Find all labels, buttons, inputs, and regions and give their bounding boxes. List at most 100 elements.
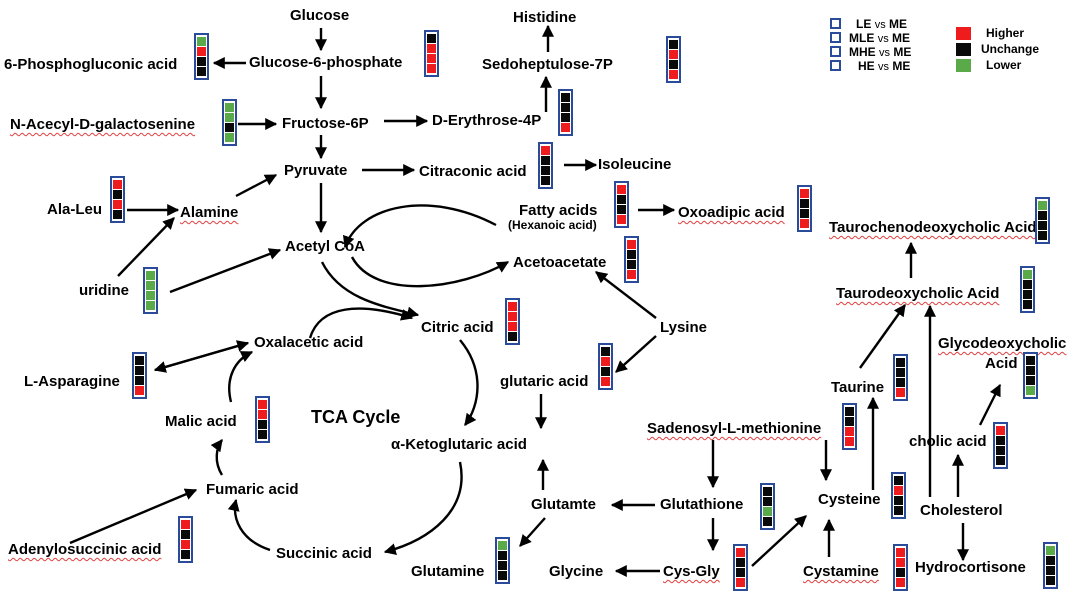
label-oxalacetic-acid: Oxalacetic acid — [254, 334, 364, 351]
indicator-oxoadipic-acid — [797, 185, 812, 232]
indicator-cell-mhe — [617, 205, 626, 214]
label-tca-cycle: TCA Cycle — [311, 407, 401, 427]
indicator-cell-le — [800, 189, 809, 198]
arrow-fumaric-malic — [210, 439, 224, 476]
label-cystamine: Cystamine — [803, 563, 879, 580]
label-acetoacetate: Acetoacetate — [513, 254, 607, 271]
label-uridine: uridine — [79, 282, 130, 299]
arrow-alamine-pyruvate — [235, 173, 278, 198]
indicator-cell-he — [1026, 386, 1035, 395]
indicator-cell-mle — [617, 195, 626, 204]
label-glucose-6-phosphate: Glucose-6-phosphate — [249, 54, 403, 71]
legend-box-mle — [830, 32, 841, 43]
indicator-cell-le — [736, 548, 745, 557]
indicator-cell-mle — [197, 47, 206, 56]
indicator-cell-le — [896, 548, 905, 557]
indicator-cell-le — [601, 347, 610, 356]
indicator-cholic-acid — [993, 422, 1008, 469]
indicator-cell-mhe — [197, 57, 206, 66]
indicator-cell-le — [669, 40, 678, 49]
indicator-cell-mhe — [258, 420, 267, 429]
indicator-cell-he — [258, 430, 267, 439]
indicator-cell-mhe — [1046, 566, 1055, 575]
indicator-cell-mhe — [561, 113, 570, 122]
label-alamine: Alamine — [180, 204, 239, 221]
indicator-cell-he — [669, 70, 678, 79]
indicator-cell-mhe — [627, 260, 636, 269]
indicator-taurochenodeoxycholic-acid — [1035, 197, 1050, 244]
indicator-sedoheptulose-7p — [666, 36, 681, 83]
indicator-cell-mle — [225, 113, 234, 122]
indicator-cell-mhe — [601, 367, 610, 376]
indicator-cell-mle — [736, 558, 745, 567]
indicator-glycodeoxycholic-acid — [1023, 352, 1038, 399]
indicator-cell-he — [736, 578, 745, 587]
indicator-cell-le — [627, 240, 636, 249]
label-glutamte: Glutamte — [531, 496, 597, 513]
indicator-cell-mhe — [427, 54, 436, 63]
label-adenylosuccinic-acid: Adenylosuccinic acid — [8, 541, 162, 558]
indicator-cell-mle — [498, 551, 507, 560]
indicator-cell-mhe — [1038, 221, 1047, 230]
legend-box-he — [830, 60, 841, 71]
indicator-cell-le — [845, 407, 854, 416]
label-pyruvate: Pyruvate — [284, 162, 348, 179]
label-d-erythrose-4p: D-Erythrose-4P — [432, 112, 542, 129]
indicator-cell-he — [601, 377, 610, 386]
indicator-cell-he — [427, 64, 436, 73]
indicator-cell-mhe — [894, 496, 903, 505]
indicator-cell-mhe — [135, 376, 144, 385]
indicator-cell-mle — [894, 486, 903, 495]
indicator-cell-le — [1023, 270, 1032, 279]
indicator-cell-le — [541, 146, 550, 155]
indicator-cell-le — [894, 476, 903, 485]
label-isoleucine: Isoleucine — [598, 156, 672, 173]
indicator-cell-le — [181, 520, 190, 529]
label-glycine: Glycine — [549, 563, 604, 580]
indicator-cell-mle — [601, 357, 610, 366]
label-l-asparagine: L-Asparagine — [24, 373, 120, 390]
arrow-uridine-acetylcoa — [169, 248, 282, 294]
indicator-uridine — [143, 267, 158, 314]
indicator-cell-he — [896, 388, 905, 397]
indicator-cell-mle — [800, 199, 809, 208]
label-taurine: Taurine — [831, 379, 885, 396]
arrow-lysine-acetoacetate — [595, 271, 657, 319]
indicator-cell-mhe — [1023, 290, 1032, 299]
indicator-cell-le — [561, 93, 570, 102]
label-sadenosyl-l-methionine: Sadenosyl-L-methionine — [647, 420, 822, 437]
indicator-cell-mhe — [225, 123, 234, 132]
legend-label-unchange: Unchange — [981, 42, 1040, 56]
indicator-cell-le — [113, 180, 122, 189]
indicator-cell-le — [617, 185, 626, 194]
label-cys-gly: Cys-Gly — [663, 563, 720, 580]
indicator-cell-mhe — [763, 507, 772, 516]
indicator-cell-he — [896, 578, 905, 587]
label-taurochenodeoxycholic-acid: Taurochenodeoxycholic Acid — [829, 219, 1037, 236]
arrow-uridine-alamine — [117, 217, 175, 277]
indicator-cell-mle — [258, 410, 267, 419]
indicator-cell-mle — [669, 50, 678, 59]
indicator-cell-he — [225, 133, 234, 142]
indicator-cell-le — [135, 356, 144, 365]
label-citric-acid: Citric acid — [421, 319, 494, 336]
indicator-cell-le — [225, 103, 234, 112]
indicator-cell-le — [498, 541, 507, 550]
indicator-cell-mle — [508, 312, 517, 321]
indicator-cell-he — [996, 456, 1005, 465]
arrow-succinic-fumaric — [227, 498, 271, 552]
indicator-6-phosphogluconic-acid — [194, 33, 209, 80]
indicator-cell-mle — [1046, 556, 1055, 565]
arrow-glutamte-glutamine — [519, 517, 546, 547]
label-glycodeoxycholic-acid: Acid — [985, 355, 1018, 372]
indicator-cell-mhe — [800, 209, 809, 218]
indicator-cell-le — [1046, 546, 1055, 555]
indicator-cell-he — [508, 332, 517, 341]
label-cholic-acid: cholic acid — [909, 433, 987, 450]
indicator-cell-le — [1026, 356, 1035, 365]
arrow-fatty-acetylcoa — [342, 204, 497, 249]
label-hexanoic-acid: (Hexanoic acid) — [508, 218, 597, 232]
indicator-ala-leu — [110, 176, 125, 223]
indicator-cystamine — [893, 544, 908, 591]
